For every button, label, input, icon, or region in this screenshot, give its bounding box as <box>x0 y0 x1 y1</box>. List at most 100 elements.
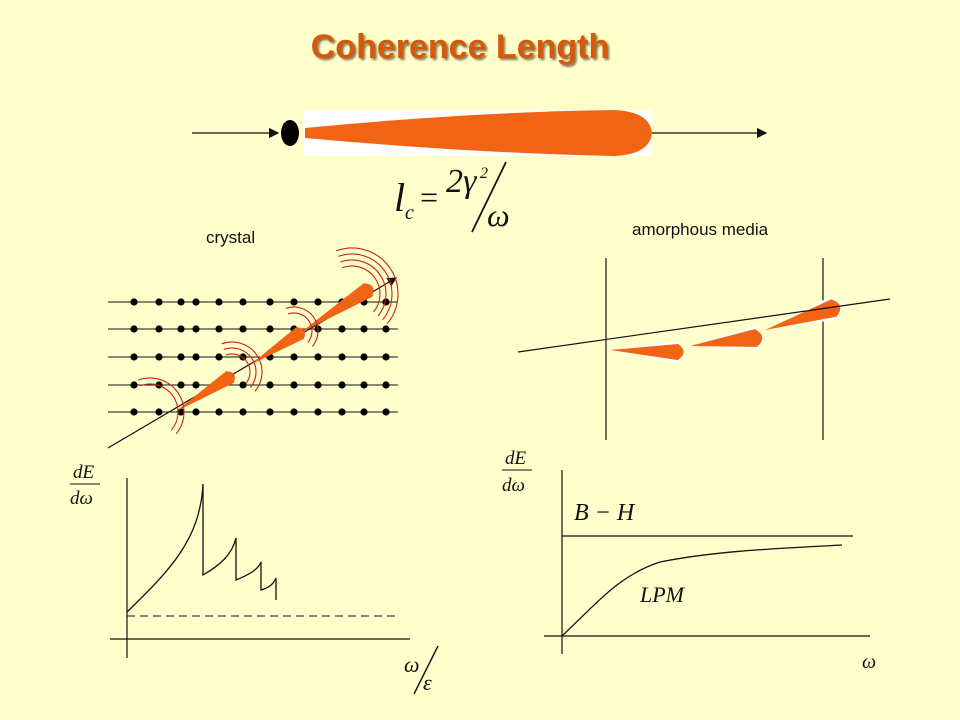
lattice-atom <box>192 298 200 306</box>
crystal-wavefronts <box>138 247 399 435</box>
wavefront-arc <box>287 312 313 343</box>
amorphous-media-label: amorphous media <box>632 220 769 239</box>
crystal-cone <box>175 371 235 412</box>
amorphous-radiation-cones <box>610 296 842 363</box>
amorphous-media <box>517 258 891 440</box>
lattice-atom <box>382 381 390 389</box>
lattice-atom <box>239 381 247 389</box>
lattice-atom <box>177 325 185 333</box>
lattice-atom <box>338 353 346 361</box>
formula-numerator: 2γ <box>446 163 478 200</box>
plot-right-lpm-label: LPM <box>639 582 686 607</box>
crystal-lattice <box>107 247 399 449</box>
lattice-atom <box>215 408 223 416</box>
lattice-atom <box>314 381 322 389</box>
lattice-atom <box>192 408 200 416</box>
lattice-atom <box>266 408 274 416</box>
amorphous-trajectory <box>517 298 891 353</box>
lattice-atom <box>360 408 368 416</box>
plot-right-ylabel-denominator: dω <box>502 475 525 496</box>
plot-left-ylabel-numerator: dE <box>73 462 95 483</box>
coherence-length-formula: l c = 2γ 2 ω <box>394 161 510 233</box>
radiation-cone <box>305 110 652 156</box>
lattice-atom <box>314 408 322 416</box>
plot-right: dE dω B − H LPM ω <box>502 448 876 673</box>
wavefront-arc <box>338 253 393 321</box>
amorphous-cone <box>690 329 763 347</box>
lattice-atom <box>155 353 163 361</box>
plot-left-xlabel-numerator: ω <box>404 652 420 677</box>
beam-illustration <box>192 110 768 156</box>
wavefront-arc <box>285 306 319 347</box>
lattice-atom <box>382 408 390 416</box>
lattice-atom <box>382 325 390 333</box>
formula-denominator: ω <box>487 197 510 233</box>
lattice-atom <box>266 325 274 333</box>
wavefront-arc <box>140 383 179 431</box>
lattice-planes <box>108 301 398 413</box>
lattice-atom <box>215 325 223 333</box>
lattice-atom <box>192 325 200 333</box>
lattice-atom <box>239 325 247 333</box>
lattice-atom <box>239 298 247 306</box>
wavefront-arc <box>336 247 399 324</box>
lattice-atom <box>130 298 138 306</box>
plot-right-lpm-curve <box>561 544 843 637</box>
wavefront-arc <box>138 377 185 435</box>
crystal-label: crystal <box>206 228 256 247</box>
crystal-radiation-cones <box>175 283 374 412</box>
formula-numerator-exponent: 2 <box>480 165 488 182</box>
lattice-atom <box>360 353 368 361</box>
lattice-atom <box>290 381 298 389</box>
lattice-atom <box>360 381 368 389</box>
wavefront-arc <box>223 347 257 388</box>
crystal-cone <box>250 327 305 365</box>
lattice-atom <box>239 408 247 416</box>
lattice-atom <box>192 381 200 389</box>
lattice-atom <box>177 381 185 389</box>
lattice-atom <box>130 325 138 333</box>
plot-left: dE dω ω ε <box>70 462 439 695</box>
lattice-atom <box>177 298 185 306</box>
formula-lhs-subscript: c <box>405 202 414 224</box>
lattice-atom <box>360 325 368 333</box>
lattice-atom <box>130 381 138 389</box>
lattice-atom <box>130 408 138 416</box>
electron-dot <box>281 120 299 146</box>
lattice-atom <box>382 353 390 361</box>
slide-title: Coherence Length <box>310 28 610 66</box>
lattice-atom <box>338 325 346 333</box>
lattice-atom <box>155 325 163 333</box>
formula-equals: = <box>420 179 438 215</box>
crystal-cone <box>300 283 374 333</box>
lattice-atom <box>155 408 163 416</box>
amorphous-cone <box>765 299 841 330</box>
lattice-atom <box>290 298 298 306</box>
lattice-atom <box>215 353 223 361</box>
lattice-atom <box>314 353 322 361</box>
formula-fraction-slash <box>471 161 507 233</box>
plot-left-curve <box>126 483 277 613</box>
lattice-atom <box>215 298 223 306</box>
lattice-atom <box>338 408 346 416</box>
plot-left-xlabel-slash <box>413 645 439 695</box>
wavefront-arc <box>340 259 387 317</box>
plot-right-xlabel: ω <box>862 651 876 673</box>
plot-left-ylabel-denominator: dω <box>70 488 93 509</box>
lattice-atom <box>290 353 298 361</box>
lattice-atom <box>192 353 200 361</box>
lattice-atom <box>155 298 163 306</box>
wavefront-arc <box>342 265 381 313</box>
lattice-atom <box>266 381 274 389</box>
lattice-atom <box>290 408 298 416</box>
wavefront-arc <box>225 353 251 384</box>
plot-right-bh-label: B − H <box>574 500 636 526</box>
plot-right-ylabel-numerator: dE <box>505 448 527 469</box>
plot-left-xlabel-denominator: ε <box>423 670 432 695</box>
lattice-atoms <box>130 298 390 416</box>
lattice-atom <box>177 353 185 361</box>
wavefront-arc <box>221 341 263 392</box>
lattice-atom <box>177 408 185 416</box>
lattice-atom <box>338 381 346 389</box>
